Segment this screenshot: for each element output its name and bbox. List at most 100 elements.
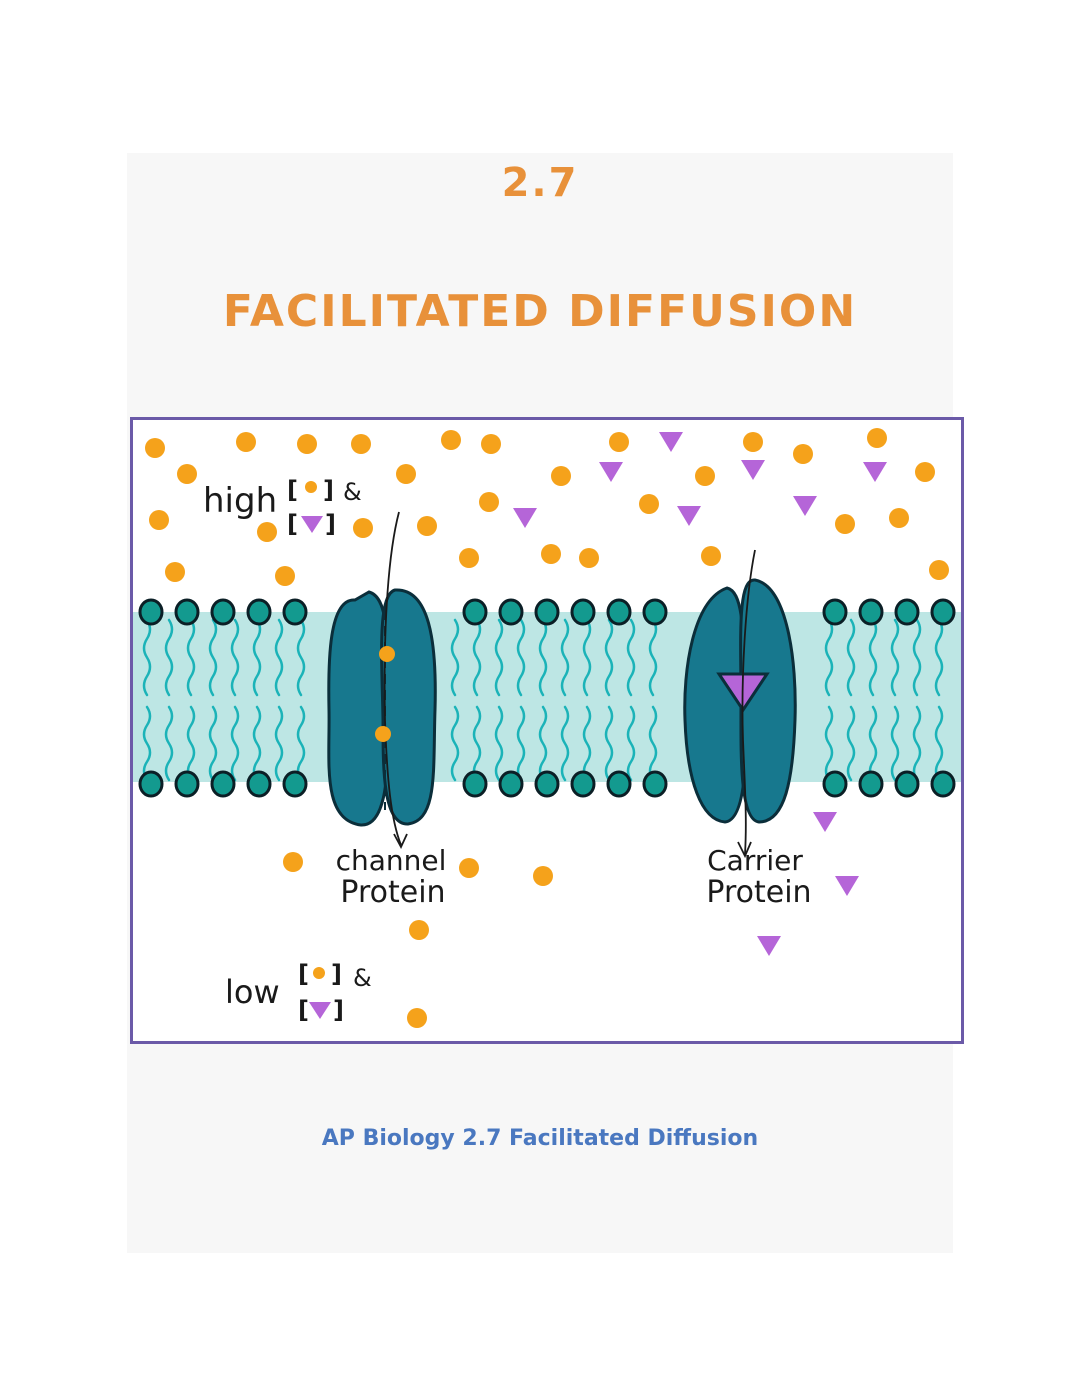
high-label: high bbox=[203, 481, 277, 521]
lipid-tail bbox=[560, 705, 570, 782]
molecule-in-channel-lower bbox=[375, 726, 391, 742]
orange-molecule bbox=[351, 434, 371, 454]
phospholipid-head-top bbox=[642, 598, 668, 626]
caption: AP Biology 2.7 Facilitated Diffusion bbox=[321, 1126, 759, 1151]
phospholipid-head-bottom bbox=[822, 770, 848, 798]
lipid-tail bbox=[890, 618, 900, 697]
orange-molecule bbox=[177, 464, 197, 484]
orange-molecule bbox=[915, 462, 935, 482]
purple-molecule bbox=[793, 496, 817, 516]
lipid-tail bbox=[626, 705, 636, 782]
orange-molecule bbox=[145, 438, 165, 458]
channel-protein bbox=[327, 511, 437, 850]
orange-molecule bbox=[639, 494, 659, 514]
lipid-tail bbox=[868, 618, 878, 697]
orange-molecule bbox=[835, 514, 855, 534]
lipid-tail bbox=[252, 705, 262, 782]
lipid-tail bbox=[560, 618, 570, 697]
orange-molecule bbox=[236, 432, 256, 452]
lipid-tail bbox=[186, 618, 196, 697]
orange-molecule bbox=[929, 560, 949, 580]
phospholipid-head-bottom bbox=[570, 770, 596, 798]
phospholipid-head-top bbox=[894, 598, 920, 626]
phospholipid-head-top bbox=[858, 598, 884, 626]
low-ampersand: & bbox=[353, 964, 372, 992]
low-bracket-close-1: ] bbox=[331, 960, 342, 988]
phospholipid-head-top bbox=[930, 598, 956, 626]
orange-molecule bbox=[165, 562, 185, 582]
high-bracket-open-2: [ bbox=[287, 510, 298, 538]
lipid-tail bbox=[296, 705, 306, 782]
channel-label-line2: Protein bbox=[340, 875, 445, 910]
phospholipid-head-bottom bbox=[894, 770, 920, 798]
phospholipid-head-top bbox=[570, 598, 596, 626]
high-concentration-label: high [ ] & [ ] bbox=[203, 476, 362, 538]
orange-molecule bbox=[257, 522, 277, 542]
orange-molecule bbox=[149, 510, 169, 530]
orange-molecule bbox=[353, 518, 373, 538]
lipid-tail bbox=[648, 705, 658, 782]
lipid-tails bbox=[142, 618, 944, 782]
orange-molecule bbox=[695, 466, 715, 486]
phospholipid-head-bottom bbox=[210, 770, 236, 798]
low-bracket-open-2: [ bbox=[298, 996, 309, 1024]
lipid-tail bbox=[890, 705, 900, 782]
high-ampersand: & bbox=[343, 478, 362, 506]
orange-molecule bbox=[609, 432, 629, 452]
purple-molecule bbox=[513, 508, 537, 528]
high-bracket-close-2: ] bbox=[325, 510, 336, 538]
lipid-tail bbox=[868, 705, 878, 782]
lipid-tail bbox=[934, 618, 944, 697]
channel-label-line1: channel bbox=[336, 844, 447, 877]
lipid-tail bbox=[450, 705, 460, 782]
carrier-protein-right-half bbox=[739, 578, 797, 824]
lipid-tail bbox=[912, 705, 922, 782]
lipid-tail bbox=[208, 705, 218, 782]
lipid-tail bbox=[934, 705, 944, 782]
orange-molecule bbox=[417, 516, 437, 536]
lipid-tail bbox=[274, 618, 284, 697]
orange-molecule bbox=[743, 432, 763, 452]
lipid-tail bbox=[494, 618, 504, 697]
page-title: FACILITATED DIFFUSION bbox=[222, 286, 858, 337]
lipid-tail bbox=[604, 705, 614, 782]
lipid-tail bbox=[604, 618, 614, 697]
phospholipid-head-bottom bbox=[930, 770, 956, 798]
purple-molecule bbox=[863, 462, 887, 482]
channel-protein-left-half bbox=[327, 590, 390, 827]
orange-molecule bbox=[407, 1008, 427, 1028]
lipid-tail bbox=[582, 618, 592, 697]
phospholipid-head-bottom bbox=[642, 770, 668, 798]
molecule-in-channel-upper bbox=[379, 646, 395, 662]
lipid-tail bbox=[516, 618, 526, 697]
lipid-tail bbox=[846, 705, 856, 782]
lipid-tail bbox=[274, 705, 284, 782]
lipid-tail bbox=[450, 618, 460, 697]
lipid-tail bbox=[626, 618, 636, 697]
lipid-tail bbox=[472, 618, 482, 697]
phospholipid-head-top bbox=[498, 598, 524, 626]
phospholipid-head-bottom bbox=[534, 770, 560, 798]
lipid-tail bbox=[824, 618, 834, 697]
purple-molecule bbox=[677, 506, 701, 526]
purple-molecule bbox=[599, 462, 623, 482]
lipid-tail bbox=[142, 705, 152, 782]
channel-path-arrow bbox=[383, 511, 402, 846]
lipid-tail bbox=[296, 618, 306, 697]
orange-molecule bbox=[793, 444, 813, 464]
phospholipid-head-top bbox=[246, 598, 272, 626]
lipid-tail bbox=[582, 705, 592, 782]
channel-arrowhead bbox=[393, 833, 408, 850]
channel-protein-right-half bbox=[380, 588, 437, 826]
orange-molecule bbox=[867, 428, 887, 448]
lipid-tail bbox=[142, 618, 152, 697]
purple-molecule bbox=[835, 876, 859, 896]
orange-molecule bbox=[297, 434, 317, 454]
lipid-tail bbox=[252, 618, 262, 697]
low-bracket-open-1: [ bbox=[298, 960, 309, 988]
phospholipid-head-top bbox=[138, 598, 164, 626]
lipid-tail bbox=[230, 705, 240, 782]
lipid-tail bbox=[472, 705, 482, 782]
carrier-label-line2: Protein bbox=[706, 875, 811, 910]
phospholipid-head-top bbox=[462, 598, 488, 626]
